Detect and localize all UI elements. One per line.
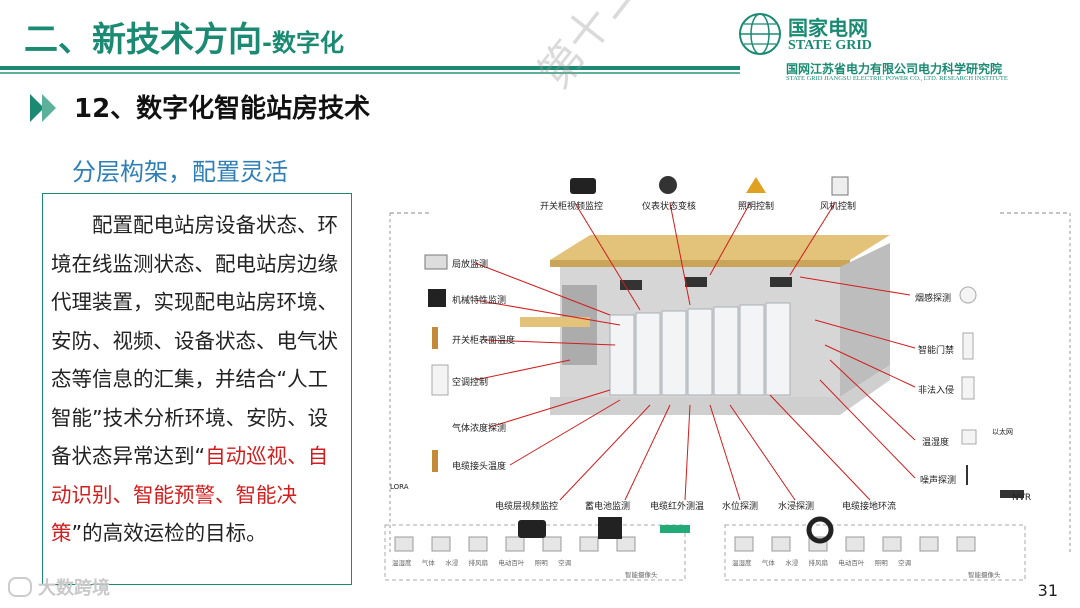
thermometer-icon xyxy=(432,327,438,349)
label-cable-joint: 电缆接头温度 xyxy=(452,462,507,472)
camera-icon xyxy=(570,178,596,194)
label-gas: 气体浓度探测 xyxy=(452,424,507,434)
description-end: ”的高效运检的目标。 xyxy=(71,521,267,545)
page-title-main: 二、新技术方向 xyxy=(24,20,262,60)
ac-icon xyxy=(431,364,449,396)
brand-watermark: 大数跨境 xyxy=(8,574,110,600)
label-pd: 局放监测 xyxy=(452,260,489,270)
page-number: 31 xyxy=(1037,581,1058,600)
fan-icon xyxy=(831,176,849,196)
globe-icon xyxy=(739,13,781,55)
label-ac: 空调控制 xyxy=(452,378,489,388)
section-arrow-icon xyxy=(30,94,56,122)
subtitle: 分层构架，配置灵活 xyxy=(72,158,288,186)
substation-illustration xyxy=(384,176,1071,581)
watermark-logo-icon xyxy=(8,577,32,597)
institute-name: 国网江苏省电力有限公司电力科学研究院 xyxy=(786,62,1003,76)
label-lighting: 照明控制 xyxy=(738,202,775,212)
label-water-level: 水位探测 xyxy=(722,502,759,512)
label-cable-video: 电缆层视频监控 xyxy=(495,502,559,512)
ir-sensor-icon xyxy=(660,525,690,533)
label-noise: 噪声探测 xyxy=(920,476,957,486)
logo-cn: 国家电网 xyxy=(788,16,868,40)
label-mechanical: 机械特性监测 xyxy=(452,296,507,306)
bottom-left-devices: 温湿度 气体 水浸 排风扇 电动百叶 照明 空调 xyxy=(392,559,572,567)
label-smart-camera-left: 智能摄像头 xyxy=(625,571,658,579)
cable-camera-icon xyxy=(518,520,546,538)
label-smart-camera-right: 智能摄像头 xyxy=(968,571,1001,579)
pd-monitor-icon xyxy=(424,254,448,270)
label-lora: LORA xyxy=(390,483,409,491)
label-switchgear-video: 开关柜视频监控 xyxy=(540,202,604,212)
label-cable-ir: 电缆红外测温 xyxy=(650,502,705,512)
page-title-sub: -数字化 xyxy=(262,29,344,57)
nvr-icon xyxy=(1000,490,1024,498)
label-ethernet: 以太网 xyxy=(992,428,1013,436)
smoke-detector-icon xyxy=(959,286,977,304)
light-icon xyxy=(746,177,766,193)
institute-name-en: STATE GRID JIANGSU ELECTRIC POWER CO., L… xyxy=(786,75,1008,82)
label-meter-status: 仪表状态变核 xyxy=(642,202,697,212)
battery-icon xyxy=(598,517,622,539)
description-box: 配置配电站房设备状态、环境在线监测状态、配电站房边缘代理装置，实现配电站房环境、… xyxy=(42,193,352,585)
intrusion-icon xyxy=(961,376,975,400)
label-intrusion: 非法入侵 xyxy=(918,386,955,396)
label-door: 智能门禁 xyxy=(918,346,955,356)
header-rule xyxy=(0,66,740,70)
door-access-icon xyxy=(962,332,974,360)
label-ground-current: 电缆接地环流 xyxy=(842,502,897,512)
mechanical-sensor-icon xyxy=(428,289,446,307)
logo-en: STATE GRID xyxy=(788,38,872,53)
label-flood: 水浸探测 xyxy=(778,502,815,512)
smart-substation-diagram: 开关柜视频监控 仪表状态变核 照明控制 风机控制 局放监测 机械特性监测 开关柜… xyxy=(370,165,1080,590)
description-text: 配置配电站房设备状态、环境在线监测状态、配电站房边缘代理装置，实现配电站房环境、… xyxy=(51,213,338,468)
header-rule-thin xyxy=(0,72,740,74)
dome-camera-icon xyxy=(659,176,677,194)
label-humidity: 温湿度 xyxy=(922,438,950,448)
bottom-right-devices: 温湿度 气体 水浸 排风扇 电动百叶 照明 空调 xyxy=(732,559,912,567)
label-battery: 蓄电池监测 xyxy=(585,502,631,512)
section-title: 12、数字化智能站房技术 xyxy=(74,94,371,124)
label-smoke: 烟感探测 xyxy=(915,294,952,304)
label-surface-temp: 开关柜表面温度 xyxy=(452,336,516,346)
label-nvr: NVR xyxy=(1012,493,1032,503)
label-fan: 风机控制 xyxy=(820,202,857,212)
ground-current-icon xyxy=(806,516,834,544)
description-highlight: 自动巡视、自动识别、智能预警、智能决策 xyxy=(51,444,329,545)
state-grid-logo: 国家电网 STATE GRID 国网江苏省电力有限公司电力科学研究院 STATE… xyxy=(738,12,1068,86)
humidity-icon xyxy=(961,429,977,445)
page-title: 二、新技术方向-数字化 xyxy=(24,12,344,61)
cable-temp-icon xyxy=(432,450,438,472)
